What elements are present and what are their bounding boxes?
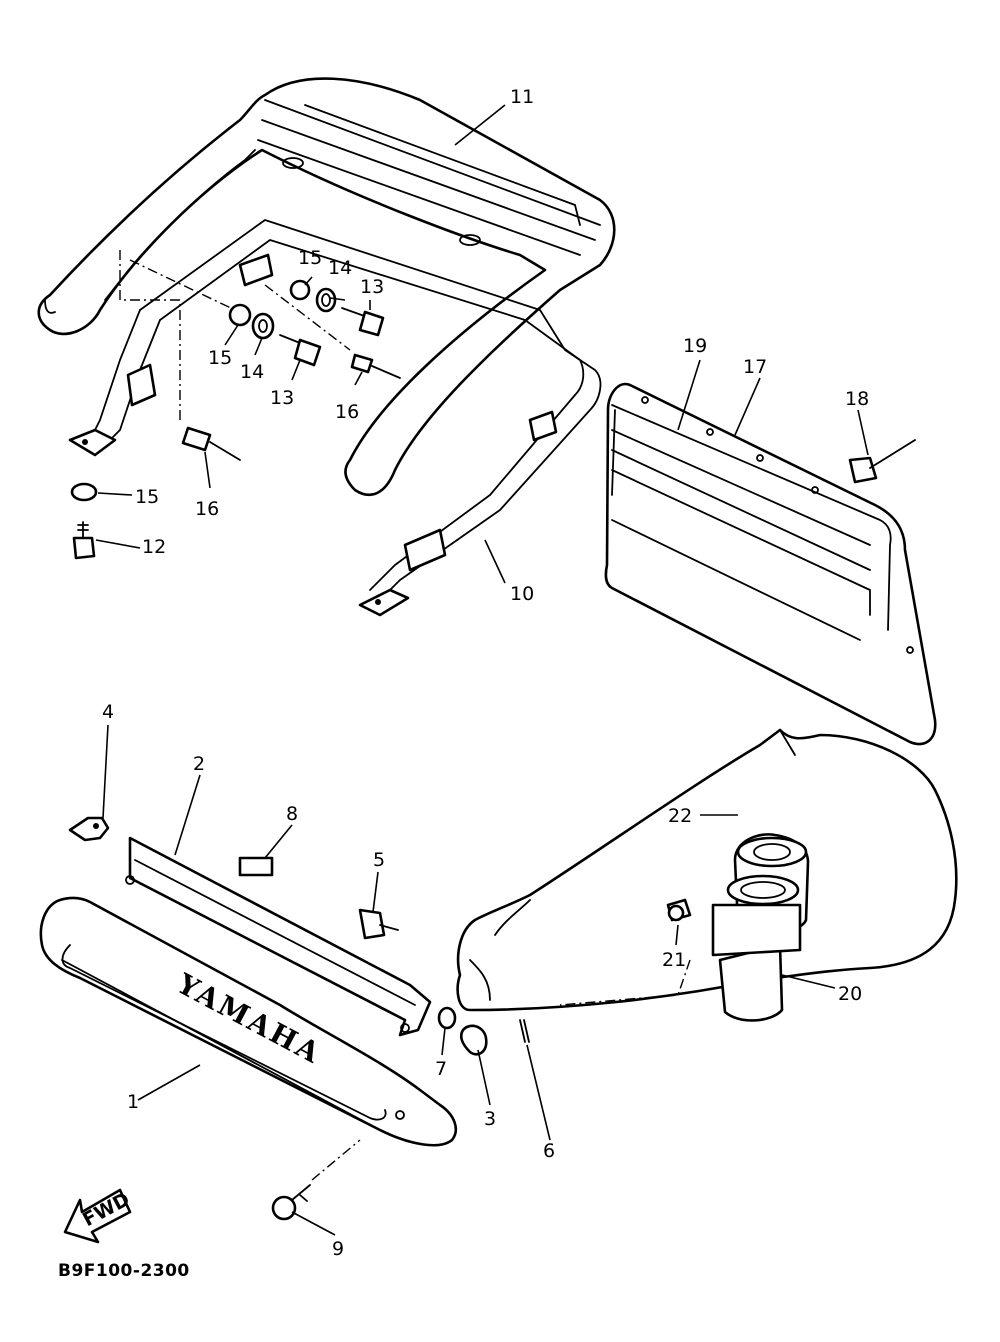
part-2-brace	[125, 836, 432, 1037]
part-6-pin	[519, 1019, 530, 1043]
alignment-lines	[119, 250, 351, 420]
part-4-bracket	[68, 816, 110, 842]
callout-6: 6	[543, 1140, 555, 1162]
part-1-front-cover	[39, 896, 457, 1147]
callout-2: 2	[193, 753, 205, 775]
callout-16-left: 16	[195, 498, 219, 520]
callout-labels: 1 2 3 4 5 6 7 8 9 10 11 12 13 13 14 14 1…	[102, 86, 869, 1260]
callout-13-lower: 13	[270, 387, 294, 409]
callout-1: 1	[127, 1091, 139, 1113]
callout-12: 12	[142, 536, 166, 558]
callout-15-bottom: 15	[135, 486, 159, 508]
part-21-screw	[666, 898, 692, 922]
callout-5: 5	[373, 849, 385, 871]
leader-lines	[95, 104, 869, 1236]
callout-7: 7	[435, 1058, 447, 1080]
callout-18: 18	[845, 388, 869, 410]
part-12-bolt	[72, 521, 96, 560]
callout-9: 9	[332, 1238, 344, 1260]
drawing-code: B9F100-2300	[58, 1261, 190, 1281]
part-15-washer	[70, 279, 311, 502]
fwd-arrow-icon: FWD	[63, 1188, 133, 1244]
callout-22: 22	[668, 805, 692, 827]
callout-13-upper: 13	[360, 276, 384, 298]
callout-4: 4	[102, 701, 114, 723]
callout-14-upper: 14	[328, 257, 352, 279]
callout-19: 19	[683, 335, 707, 357]
part-16-pin-screw	[181, 353, 401, 461]
part-5-clip	[358, 908, 399, 940]
part-7-grommet	[437, 1006, 457, 1030]
callout-10: 10	[510, 583, 534, 605]
part-13-bolt	[279, 307, 385, 367]
callout-3: 3	[484, 1108, 496, 1130]
part-10-handle-frame	[68, 219, 602, 617]
callout-21: 21	[662, 949, 686, 971]
part-9-bolt	[271, 1139, 361, 1221]
callout-14-lower: 14	[240, 361, 264, 383]
part-8-label	[238, 856, 274, 877]
callout-20: 20	[838, 983, 862, 1005]
part-14-collar	[251, 287, 337, 340]
part-3-clamp	[459, 1024, 488, 1056]
part-20-filler-neck	[711, 874, 802, 1022]
callout-15-upper: 15	[298, 247, 322, 269]
part-11-top-cowling	[37, 77, 616, 496]
callout-8: 8	[286, 803, 298, 825]
part-17-side-panel	[604, 382, 937, 746]
fuel-tank	[456, 728, 958, 1012]
callout-16-right: 16	[335, 401, 359, 423]
callout-17: 17	[743, 356, 767, 378]
callout-15-lower: 15	[208, 347, 232, 369]
part-18-rivet	[848, 439, 916, 484]
callout-11: 11	[510, 86, 534, 108]
